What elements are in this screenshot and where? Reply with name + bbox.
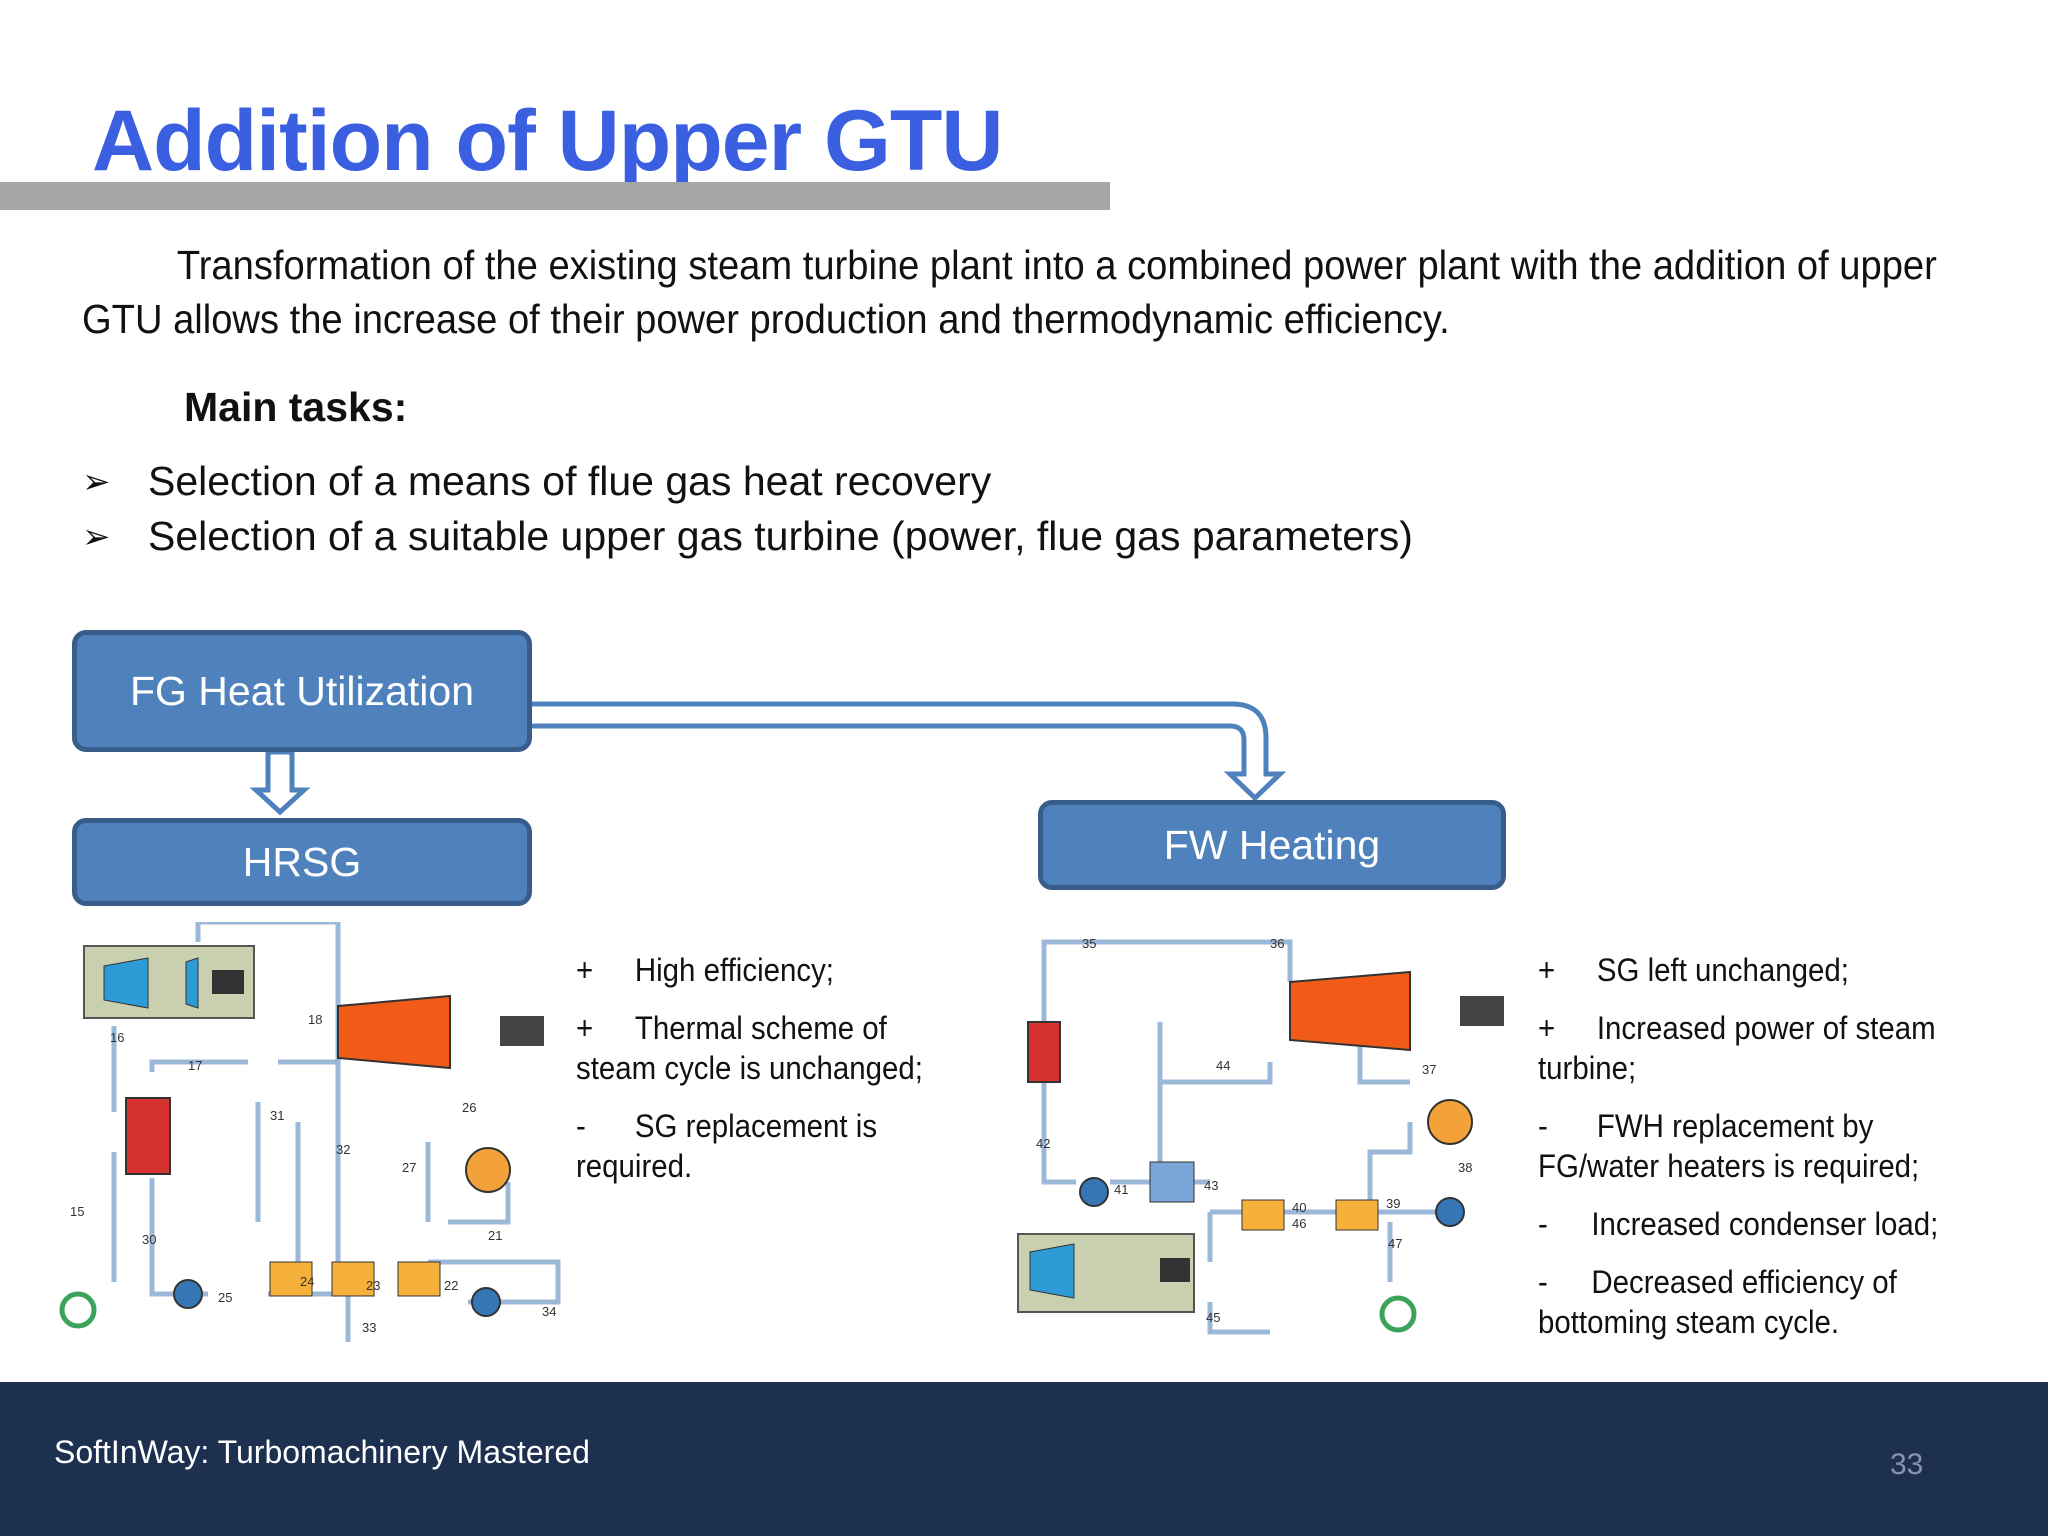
stream-tag: 30 <box>142 1232 156 1247</box>
note-item: +SG left unchanged; <box>1538 952 1849 988</box>
generator-icon <box>500 1016 544 1046</box>
stream-tag: 45 <box>1206 1310 1220 1325</box>
slide-title: Addition of Upper GTU <box>92 93 1004 189</box>
stream-tag: 47 <box>1388 1236 1402 1251</box>
hrsg-box: HRSG <box>72 818 532 906</box>
boundary-icon <box>1379 1295 1417 1333</box>
stream-tag: 16 <box>110 1030 124 1045</box>
condenser-icon <box>1427 1099 1473 1145</box>
arrow-bullet-icon: ➢ <box>82 462 111 501</box>
note-item: +Increased power of steam turbine; <box>1538 1010 1936 1086</box>
title-underline-bar <box>0 182 1110 210</box>
down-arrow-hrsg <box>249 749 311 816</box>
stream-tag: 38 <box>1458 1160 1472 1175</box>
stream-tag: 17 <box>188 1058 202 1073</box>
note-item: -Decreased efficiency of bottoming steam… <box>1538 1264 1897 1340</box>
stream-tag: 42 <box>1036 1136 1050 1151</box>
task-item: ➢ Selection of a means of flue gas heat … <box>82 458 991 505</box>
stream-tag: 32 <box>336 1142 350 1157</box>
tasks-heading: Main tasks: <box>184 384 408 430</box>
stream-tag: 36 <box>1270 936 1284 951</box>
footer-bar <box>0 1382 2048 1536</box>
note-item: -Increased condenser load; <box>1538 1206 1939 1242</box>
stream-tag: 34 <box>542 1304 556 1319</box>
arrow-bullet-icon: ➢ <box>82 517 111 556</box>
stream-tag: 24 <box>300 1274 314 1289</box>
stream-tag: 26 <box>462 1100 476 1115</box>
condenser-icon <box>465 1147 511 1193</box>
stream-tag: 41 <box>1114 1182 1128 1197</box>
steam-generator-icon <box>1027 1021 1061 1083</box>
intro-paragraph: Transformation of the existing steam tur… <box>82 242 1937 342</box>
task-text: Selection of a suitable upper gas turbin… <box>148 513 1413 559</box>
hrsg-note-list: +High efficiency; +Thermal scheme of ste… <box>576 950 944 1186</box>
boundary-icon <box>59 1291 97 1329</box>
pump-icon <box>1435 1197 1465 1227</box>
task-text: Selection of a means of flue gas heat re… <box>148 458 992 504</box>
stream-tag: 31 <box>270 1108 284 1123</box>
pump-icon <box>173 1279 203 1309</box>
stream-tag: 40 <box>1292 1200 1306 1215</box>
pump-icon <box>471 1287 501 1317</box>
heater-icon <box>1241 1199 1285 1231</box>
stream-tag: 15 <box>70 1204 84 1219</box>
stream-tag: 25 <box>218 1290 232 1305</box>
stream-tag: 23 <box>366 1278 380 1293</box>
note-item: -SG replacement is required. <box>576 1108 878 1184</box>
stream-tag: 39 <box>1386 1196 1400 1211</box>
fw-heating-thermal-scheme: 35 36 44 37 42 41 43 40 46 39 38 47 45 <box>1017 936 1504 1335</box>
heater-icon <box>397 1261 441 1297</box>
stream-tag: 37 <box>1422 1062 1436 1077</box>
footer-company: SoftInWay: Turbomachinery Mastered <box>54 1434 590 1470</box>
stream-tag: 35 <box>1082 936 1096 951</box>
steam-turbine-icon <box>337 994 451 1070</box>
deaerator-icon <box>1149 1161 1195 1203</box>
connector-arrow-fw <box>532 701 1287 802</box>
fg-heat-utilization-box: FG Heat Utilization <box>72 630 532 752</box>
pump-icon <box>1079 1177 1109 1207</box>
fw-heating-box: FW Heating <box>1038 800 1506 890</box>
heater-icon <box>1335 1199 1379 1231</box>
stream-tag: 46 <box>1292 1216 1306 1231</box>
generator-icon <box>1460 996 1504 1026</box>
stream-tag: 27 <box>402 1160 416 1175</box>
note-item: +Thermal scheme of steam cycle is unchan… <box>576 1010 923 1086</box>
steam-generator-icon <box>125 1097 171 1175</box>
stream-tag: 22 <box>444 1278 458 1293</box>
heater-icon <box>269 1261 313 1297</box>
hrsg-thermal-scheme: 16 17 18 31 32 27 26 15 30 25 24 23 22 2… <box>59 922 561 1342</box>
stream-tag: 44 <box>1216 1058 1230 1073</box>
stream-tag: 43 <box>1204 1178 1218 1193</box>
page-number: 33 <box>1890 1448 1924 1481</box>
heater-icon <box>331 1261 375 1297</box>
note-item: -FWH replacement by FG/water heaters is … <box>1538 1108 1920 1184</box>
steam-turbine-icon <box>1289 970 1411 1052</box>
note-item: +High efficiency; <box>576 952 834 988</box>
stream-tag: 18 <box>308 1012 322 1027</box>
stream-tag: 33 <box>362 1320 376 1335</box>
stream-tag: 21 <box>488 1228 502 1243</box>
fw-note-list: +SG left unchanged; +Increased power of … <box>1538 950 2016 1342</box>
task-item: ➢ Selection of a suitable upper gas turb… <box>82 513 1413 560</box>
